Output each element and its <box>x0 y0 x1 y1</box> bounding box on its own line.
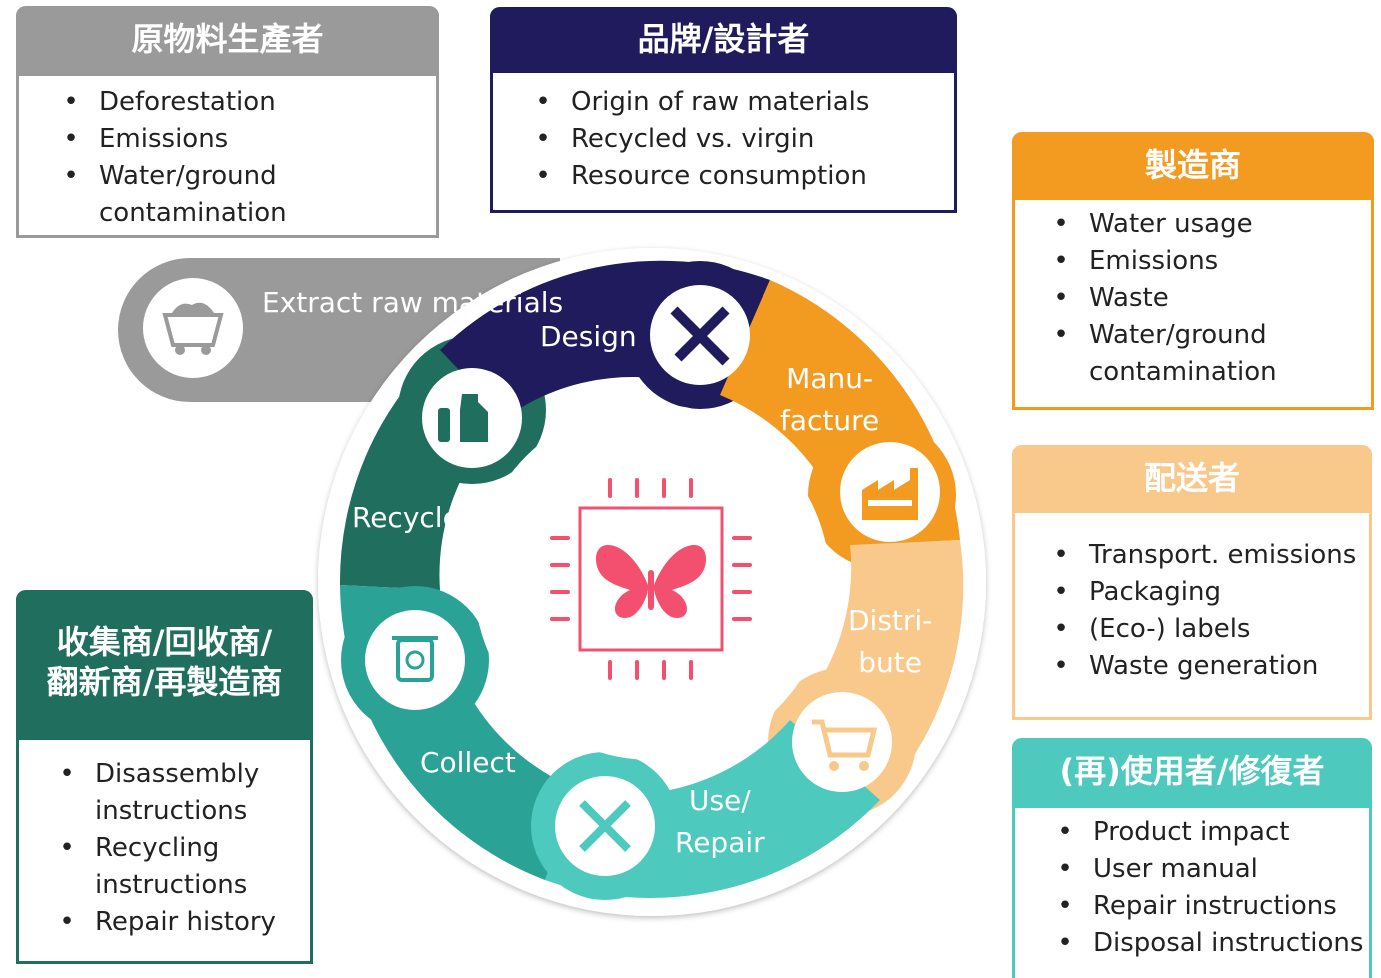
pencil-ruler-icon <box>650 285 750 385</box>
list-item: (Eco-) labels <box>1049 611 1369 648</box>
list-item: Packaging <box>1049 574 1369 611</box>
collector-title: 收集商/回收商/ 翻新商/再製造商 <box>16 590 313 740</box>
collector-box: 收集商/回收商/ 翻新商/再製造商 Disassembly instructio… <box>16 590 313 964</box>
brand-list: Origin of raw materials Recycled vs. vir… <box>493 73 954 195</box>
extract-label: Extract raw materials <box>262 286 564 319</box>
distribute-label: Distri- bute <box>848 604 933 679</box>
list-item: User manual <box>1053 851 1369 888</box>
list-item: Disposal instructions <box>1053 925 1369 962</box>
manufacturer-title: 製造商 <box>1012 132 1374 200</box>
collect-label: Collect <box>420 746 516 779</box>
collector-title-line2: 翻新商/再製造商 <box>46 663 283 701</box>
user-box: (再)使用者/修復者 Product impact User manual Re… <box>1012 738 1372 978</box>
distributor-box: 配送者 Transport. emissions Packaging (Eco-… <box>1012 445 1372 720</box>
list-item: Product impact <box>1053 814 1369 851</box>
list-item: Origin of raw materials <box>531 84 954 121</box>
manufacturer-list: Water usage Emissions Waste Water/ground… <box>1015 200 1371 391</box>
shopping-cart-icon <box>792 692 892 792</box>
list-item: Water/ground contamination <box>59 158 319 232</box>
list-item: Recycled vs. virgin <box>531 121 954 158</box>
user-list: Product impact User manual Repair instru… <box>1015 808 1369 962</box>
tools-icon <box>555 776 655 876</box>
list-item: Waste generation <box>1049 648 1369 685</box>
list-item: Repair history <box>55 904 310 941</box>
manufacturer-box: 製造商 Water usage Emissions Waste Water/gr… <box>1012 132 1374 410</box>
list-item: Emissions <box>1049 243 1371 280</box>
mine-cart-icon <box>143 278 243 378</box>
list-item: Emissions <box>59 121 436 158</box>
list-item: Repair instructions <box>1053 888 1369 925</box>
list-item: Transport. emissions <box>1049 537 1369 574</box>
distributor-list: Transport. emissions Packaging (Eco-) la… <box>1015 513 1369 685</box>
manufacture-label: Manu- facture <box>780 362 880 437</box>
recycle-label: Recycle <box>352 501 460 534</box>
brand-box: 品牌/設計者 Origin of raw materials Recycled … <box>490 7 957 213</box>
distributor-title: 配送者 <box>1012 445 1372 513</box>
list-item: Resource consumption <box>531 158 954 195</box>
list-item: Water usage <box>1049 206 1371 243</box>
list-item: Deforestation <box>59 84 436 121</box>
producer-list: Deforestation Emissions Water/ground con… <box>19 76 436 232</box>
collector-list: Disassembly instructions Recycling instr… <box>19 740 310 941</box>
factory-icon <box>840 442 940 542</box>
producer-title: 原物料生產者 <box>16 6 439 76</box>
use-repair-label: Use/ Repair <box>675 784 765 859</box>
list-item: Waste <box>1049 280 1371 317</box>
brand-title: 品牌/設計者 <box>490 7 957 73</box>
collector-title-line1: 收集商/回收商/ <box>56 623 273 661</box>
producer-box: 原物料生產者 Deforestation Emissions Water/gro… <box>16 6 439 238</box>
list-item: Recycling instructions <box>55 830 275 904</box>
list-item: Disassembly instructions <box>55 756 275 830</box>
user-title: (再)使用者/修復者 <box>1012 738 1372 808</box>
butterfly-chip-icon <box>550 478 752 680</box>
recycle-bin-icon <box>365 610 465 710</box>
list-item: Water/ground contamination <box>1049 317 1309 391</box>
bottles-icon <box>422 368 522 468</box>
design-label: Design <box>540 320 637 353</box>
